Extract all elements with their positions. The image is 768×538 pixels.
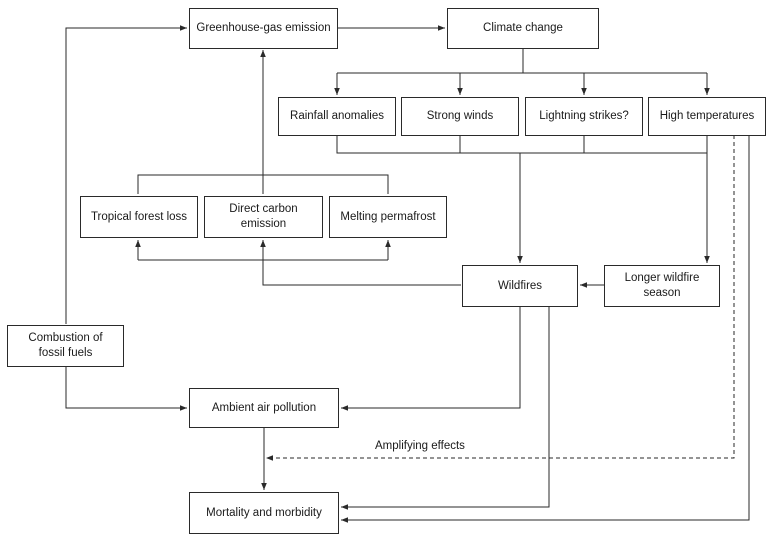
node-wildfires: Wildfires	[462, 265, 578, 307]
edge-combustion-to-greenhouse	[65, 25, 187, 324]
node-rainfall-anomalies: Rainfall anomalies	[278, 97, 396, 136]
node-greenhouse-gas-emission: Greenhouse-gas emission	[189, 8, 338, 49]
edge-wildfires-to-mortality	[341, 306, 550, 510]
node-strong-winds: Strong winds	[401, 97, 519, 136]
node-lightning-strikes: Lightning strikes?	[525, 97, 643, 136]
node-mortality-and-morbidity: Mortality and morbidity	[189, 492, 339, 534]
edge-factors-merge	[336, 135, 708, 154]
edge-hightemp-to-mortality	[341, 135, 750, 523]
edge-wildfires-to-air	[341, 306, 521, 411]
node-high-temperatures: High temperatures	[648, 97, 766, 136]
node-combustion-of-fossil-fuels: Combustion of fossil fuels	[7, 325, 124, 367]
node-direct-carbon-emission: Direct carbon emission	[204, 196, 323, 238]
node-ambient-air-pollution: Ambient air pollution	[189, 388, 339, 428]
edge-amplifying	[266, 135, 735, 461]
edge-wildfires-to-carbon	[260, 240, 461, 286]
node-melting-permafrost: Melting permafrost	[329, 196, 447, 238]
label-amplifying-effects: Amplifying effects	[375, 440, 465, 452]
edge-combustion-to-air	[65, 366, 187, 411]
node-climate-change: Climate change	[447, 8, 599, 49]
node-longer-wildfire-season: Longer wildfire season	[604, 265, 720, 307]
node-tropical-forest-loss: Tropical forest loss	[80, 196, 198, 238]
edge-climate-split	[337, 48, 707, 74]
